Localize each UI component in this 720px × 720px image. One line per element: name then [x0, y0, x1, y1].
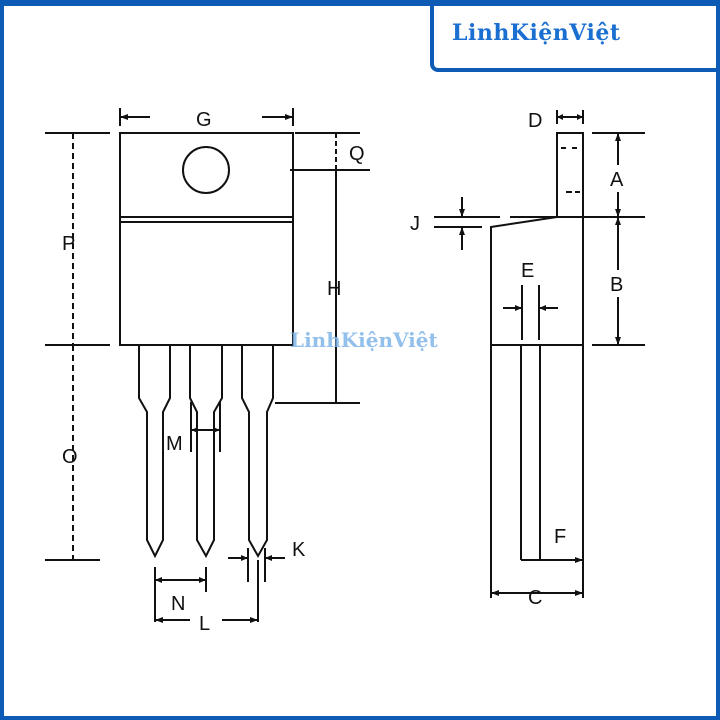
package-body-front — [119, 132, 294, 346]
label-m: M — [166, 433, 183, 455]
package-body-side — [490, 216, 584, 346]
label-k: K — [292, 539, 306, 561]
logo-banner: LinhKiệnViệt — [430, 6, 716, 72]
logo-text: LinhKiệnViệt — [452, 20, 621, 46]
label-n: N — [171, 593, 185, 615]
label-q: Q — [349, 143, 365, 165]
label-f: F — [554, 526, 566, 548]
lead-3 — [241, 345, 274, 559]
label-o: O — [62, 446, 78, 468]
package-drawing: G P O Q H M N L K D A B J E F C — [45, 108, 645, 635]
label-d: D — [528, 110, 542, 132]
mounting-hole — [182, 146, 230, 194]
label-g: G — [196, 109, 212, 131]
label-c: C — [528, 587, 542, 609]
tab-side — [556, 132, 584, 218]
watermark: LinhKiệnViệt — [290, 328, 438, 352]
label-h: H — [327, 278, 341, 300]
label-e: E — [521, 260, 534, 282]
label-a: A — [610, 169, 624, 191]
label-b: B — [610, 274, 623, 296]
label-j: J — [410, 213, 420, 235]
lead-1 — [138, 345, 171, 559]
label-l: L — [199, 613, 210, 635]
lead-2 — [189, 345, 223, 559]
arrowheads — [120, 114, 621, 623]
label-p: P — [62, 233, 75, 255]
